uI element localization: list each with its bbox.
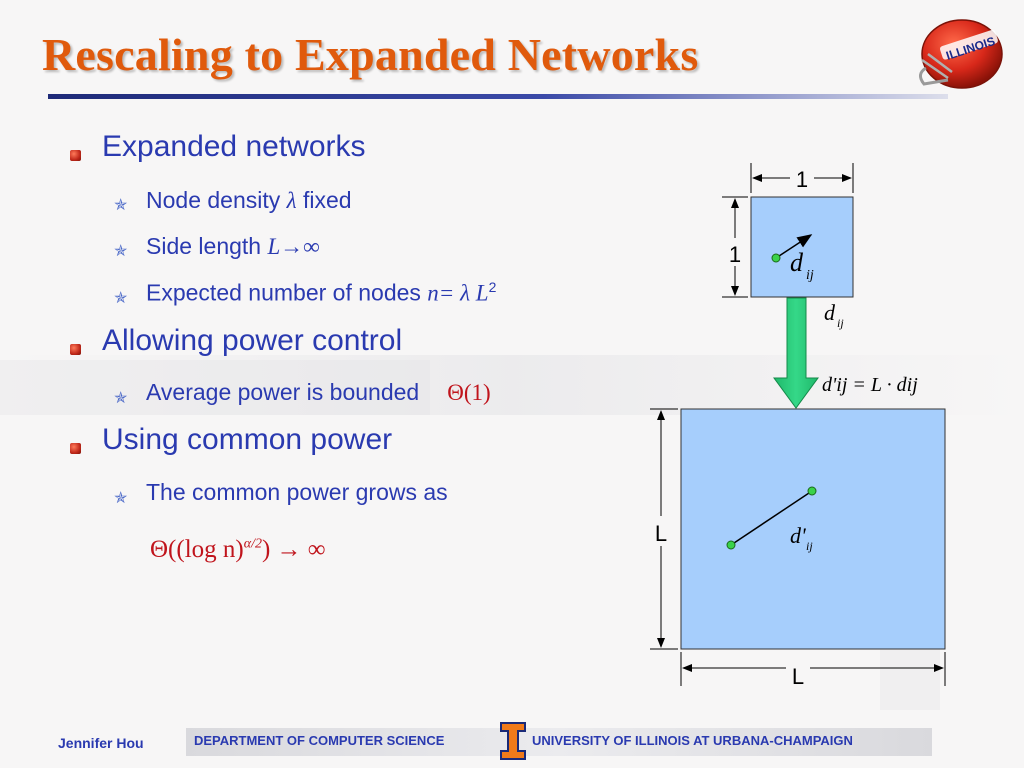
illinois-i-logo — [500, 722, 526, 760]
star-bullet-icon: ✯ — [114, 197, 128, 214]
slide-title: Rescaling to Expanded Networks — [42, 29, 699, 80]
subbullet-text: Side length — [146, 233, 268, 259]
background-panel — [0, 360, 430, 415]
large-width-label: L — [792, 664, 804, 689]
exponent: 2 — [488, 279, 497, 295]
footer-author: Jennifer Hou — [58, 735, 144, 751]
large-distance-vector — [730, 490, 813, 546]
subbullet-side-length: Side length L→∞ — [146, 233, 320, 260]
lambda-symbol: λ — [286, 188, 297, 213]
theta-one-math: Θ(1) — [447, 380, 491, 405]
subbullet-expected-nodes: Expected number of nodes n= λ L2 — [146, 279, 496, 307]
arrow-distance-sub: ij — [837, 316, 844, 330]
subbullet-text: Node density — [146, 187, 287, 213]
formula-tail: ) → ∞ — [261, 536, 326, 563]
small-distance-label: d — [790, 248, 804, 277]
bullet-marker — [70, 150, 81, 161]
large-height-label: L — [655, 521, 667, 546]
background-band — [0, 355, 1024, 415]
star-bullet-icon: ✯ — [114, 490, 128, 507]
bullet-expanded-networks: Expanded networks — [102, 130, 366, 163]
node-icon — [807, 486, 817, 496]
small-distance-vector — [775, 234, 813, 259]
arrow-distance-label: d — [824, 300, 836, 325]
large-square — [680, 408, 946, 650]
bullet-common-power: Using common power — [102, 423, 393, 456]
subbullet-node-density: Node density λ fixed — [146, 187, 352, 214]
subbullet-common-power-grows: The common power grows as — [146, 479, 448, 505]
star-bullet-icon: ✯ — [114, 290, 128, 307]
node-icon — [726, 540, 736, 550]
subbullet-text: Average power is bounded — [146, 379, 420, 405]
star-bullet-icon: ✯ — [114, 243, 128, 260]
subbullet-text: Expected number of nodes — [146, 279, 428, 306]
node-icon — [771, 253, 781, 263]
small-width-label: 1 — [796, 167, 808, 192]
node-count-math: n= λ L — [427, 280, 489, 306]
illinois-helmet-logo: ILLINOIS — [919, 19, 1003, 89]
footer-department: DEPARTMENT OF COMPUTER SCIENCE — [194, 733, 445, 748]
formula-exponent: α/2 — [243, 536, 262, 552]
small-distance-sub: ij — [806, 268, 814, 283]
footer-band — [186, 728, 932, 756]
bullet-marker — [70, 443, 81, 454]
side-length-math: L→∞ — [267, 234, 320, 259]
bullet-marker — [70, 344, 81, 355]
formula-main: Θ((log n) — [150, 536, 244, 563]
title-underline — [48, 94, 948, 99]
subbullet-average-power: Average power is bounded Θ(1) — [146, 379, 491, 406]
large-distance-label: d' — [790, 523, 806, 548]
scaling-equation: d'ij = L · dij — [822, 374, 918, 396]
small-height-label: 1 — [729, 242, 741, 267]
growth-formula: Θ((log n)α/2) → ∞ — [150, 536, 326, 564]
scaling-arrow — [773, 297, 819, 409]
star-bullet-icon: ✯ — [114, 390, 128, 407]
bullet-power-control: Allowing power control — [102, 324, 403, 357]
small-square — [750, 196, 854, 298]
footer-university: UNIVERSITY OF ILLINOIS AT URBANA-CHAMPAI… — [532, 733, 853, 748]
subbullet-text: fixed — [296, 187, 352, 213]
large-distance-sub: ij — [806, 539, 813, 553]
